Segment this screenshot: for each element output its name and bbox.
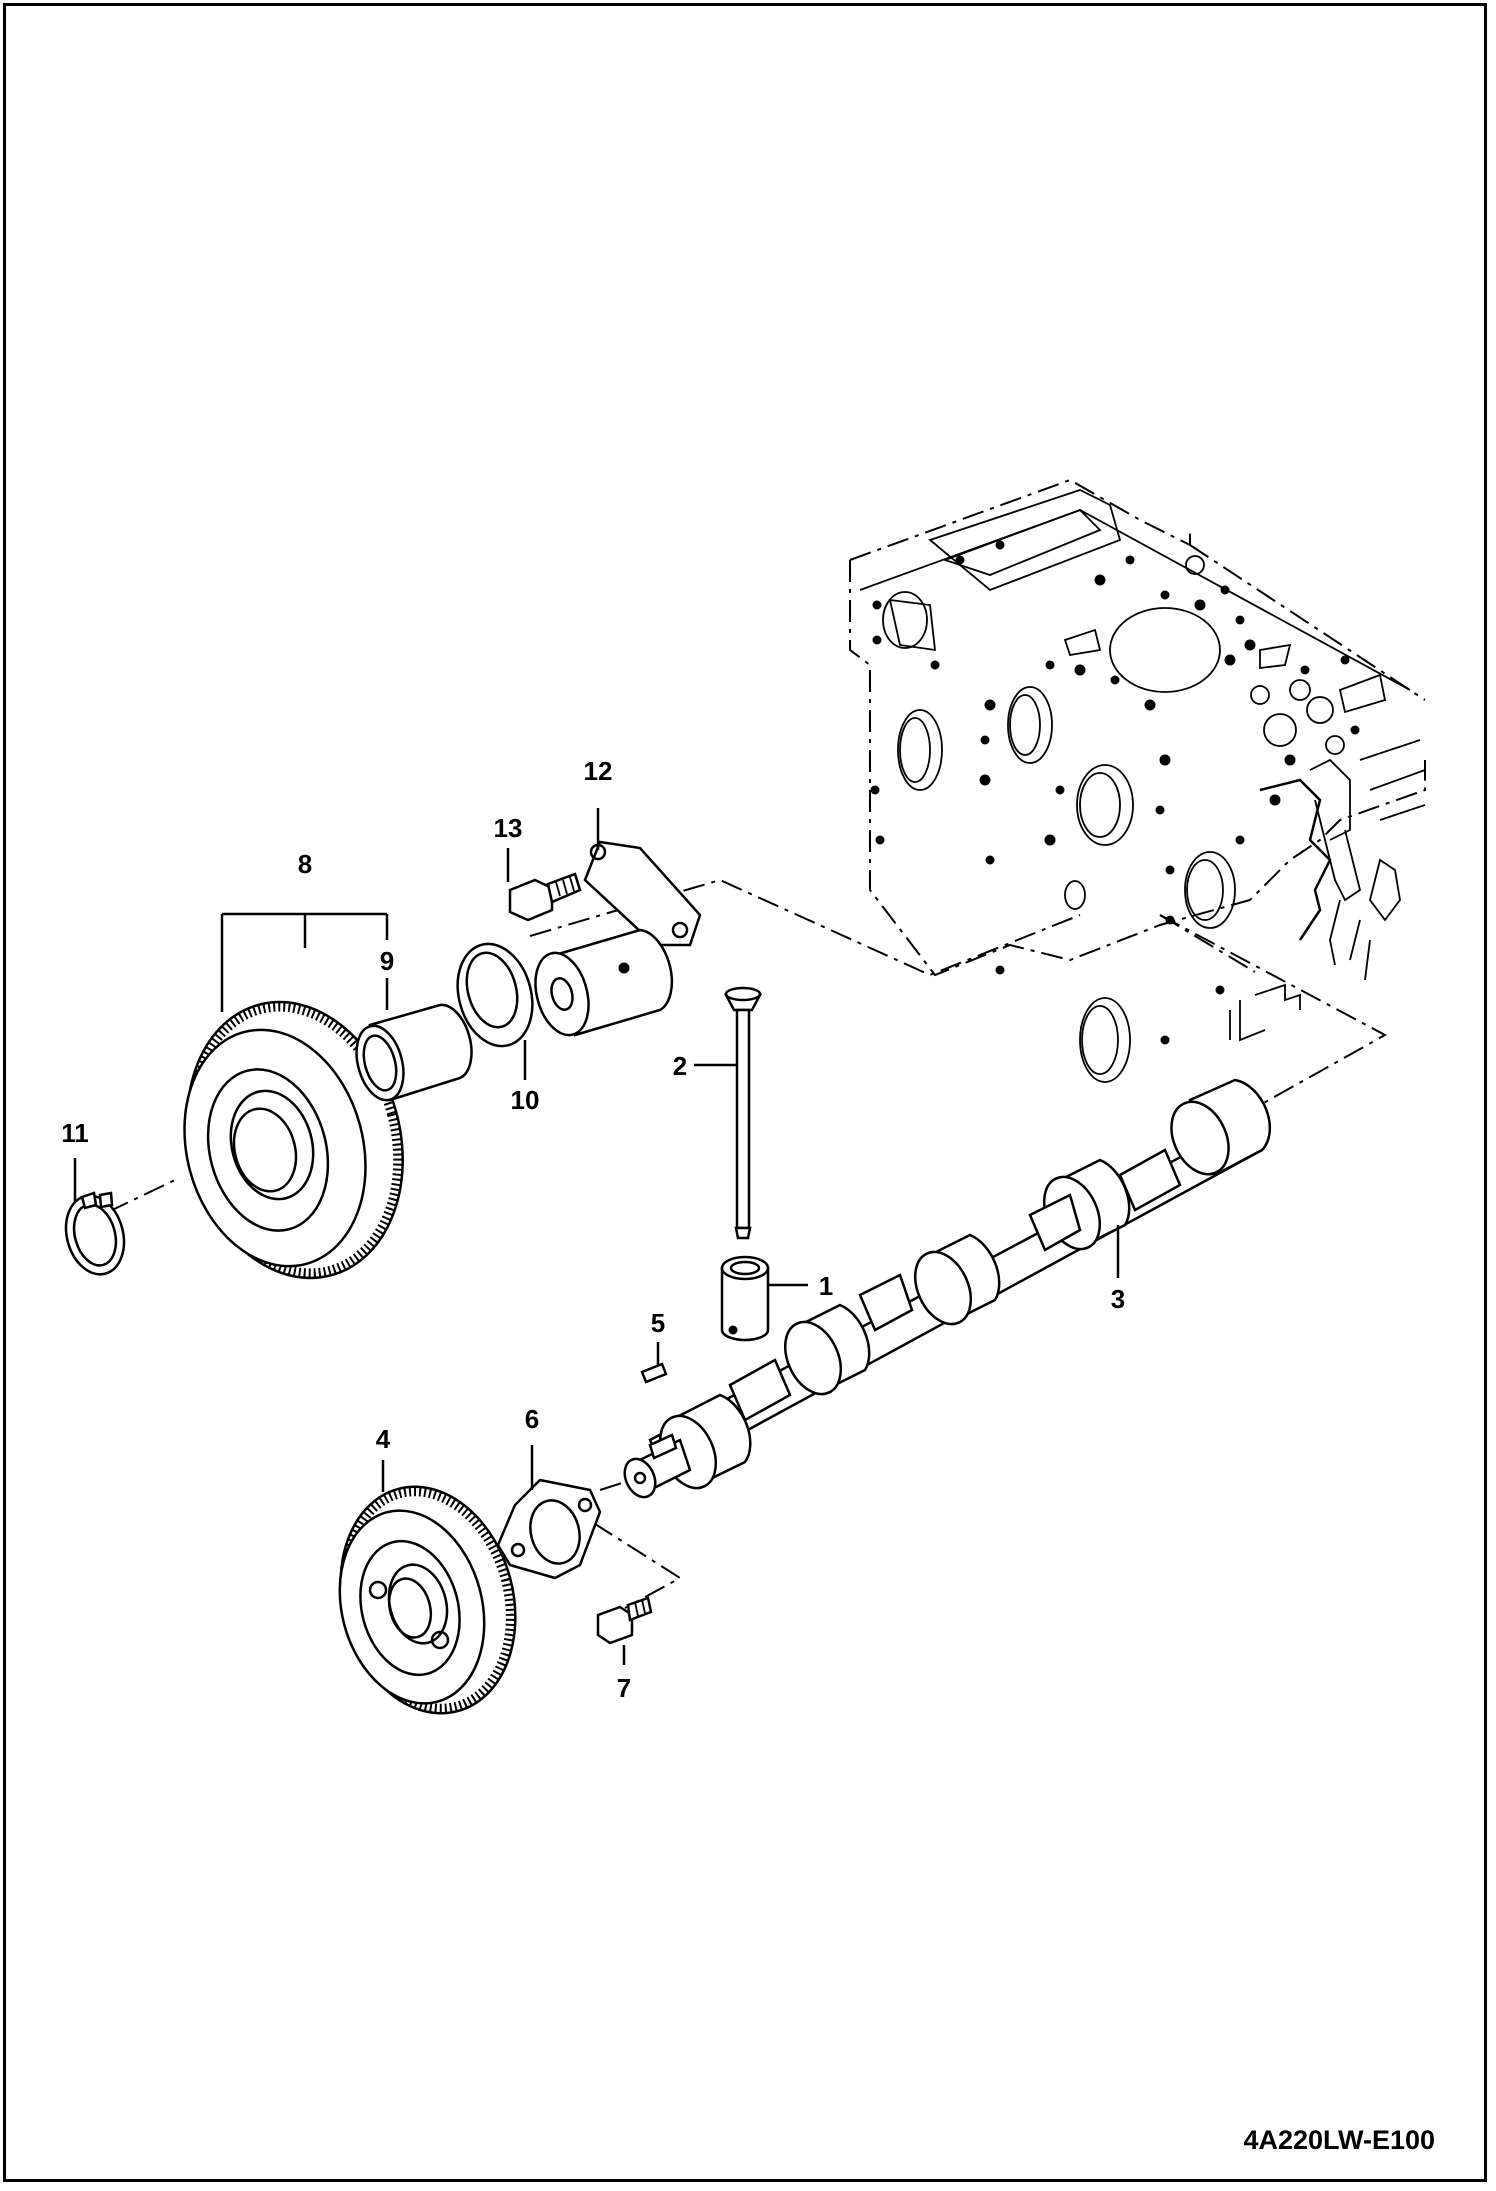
tappet: [720, 1255, 770, 1342]
leader-lines: [73, 808, 1120, 1665]
callout-3: 3: [1111, 1284, 1125, 1314]
drawing-number: 4A220LW-E100: [1243, 2125, 1435, 2155]
callout-8-label: 8: [298, 849, 312, 879]
idle-gear: [183, 1000, 404, 1280]
callout-4: 4: [376, 1424, 391, 1454]
bolt: [508, 872, 582, 922]
thrust-washer: [456, 942, 534, 1048]
cam-gear: [338, 1485, 517, 1715]
push-rod: [723, 986, 763, 1240]
thrust-plate: [496, 1478, 602, 1580]
callout-11: 11: [61, 1118, 89, 1148]
callout-1: 1: [819, 1271, 833, 1301]
callout-10: 10: [511, 1085, 540, 1115]
key: [640, 1362, 668, 1384]
bolt-holes: [870, 540, 1360, 1045]
callout-5: 5: [651, 1308, 665, 1338]
engine-block: [849, 478, 1426, 1083]
bushing: [355, 1003, 473, 1102]
snap-ring: [64, 1191, 126, 1276]
callouts: 1 1 2 3 4 5 6 7 8 9 10 11 12 13: [61, 756, 1125, 1703]
callout-13: 13: [494, 813, 523, 843]
callout-12: 12: [584, 756, 613, 786]
camshaft: [623, 1078, 1272, 1499]
callout-2: 2: [673, 1051, 687, 1081]
callout-7: 7: [617, 1673, 631, 1703]
bolt-7: [596, 1596, 653, 1645]
idle-gear-shaft: [534, 840, 702, 1037]
callout-6: 6: [525, 1404, 539, 1434]
callout-9: 9: [380, 946, 394, 976]
